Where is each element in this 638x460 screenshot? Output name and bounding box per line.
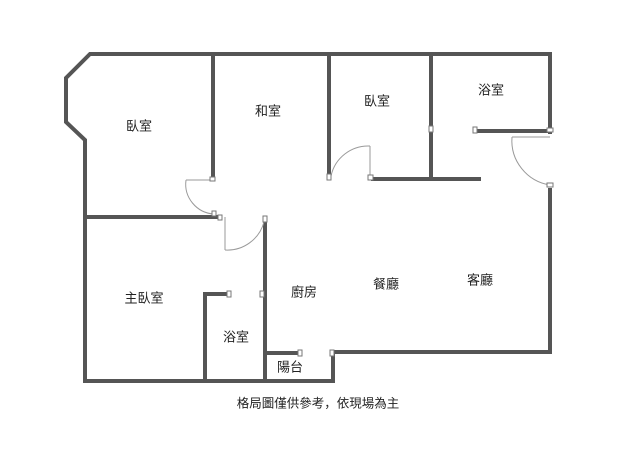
room-label-master-bedroom: 主臥室 [124,291,164,307]
jamb [472,126,478,134]
room-label-bedroom-west: 臥室 [125,119,153,135]
jamb [262,215,268,223]
jamb [546,182,554,188]
jamb [217,214,223,221]
room-label-bathroom-sw: 浴室 [222,330,250,346]
jamb [226,290,232,298]
room-label-living: 客廳 [466,273,494,289]
doors [185,136,551,251]
room-label-dining: 餐廳 [372,277,400,293]
caption-disclaimer: 格局圖僅供參考，依現場為主 [236,395,400,411]
jamb [326,173,332,181]
room-label-bedroom-north: 臥室 [363,94,391,110]
room-label-kitchen: 廚房 [290,285,318,301]
door-jambs [209,125,554,357]
jamb [297,349,303,357]
jamb [428,125,434,133]
door-north-bedroom-swing [330,145,371,177]
door-bedroom-swing [185,179,215,215]
jamb [259,290,265,298]
door-entry-swing [511,136,551,186]
room-label-japanese-room: 和室 [254,104,282,120]
jamb [367,174,374,181]
room-label-balcony: 陽台 [276,360,304,376]
outer-wall-west [64,52,552,217]
jamb [546,127,554,133]
room-label-bathroom-ne: 浴室 [477,83,505,99]
door-master-swing [224,221,265,251]
wall-bath-sw [203,292,230,383]
jamb [329,349,335,357]
outer-wall-south [83,216,552,383]
walls [64,52,552,383]
jamb [209,176,216,182]
jamb [211,210,217,217]
